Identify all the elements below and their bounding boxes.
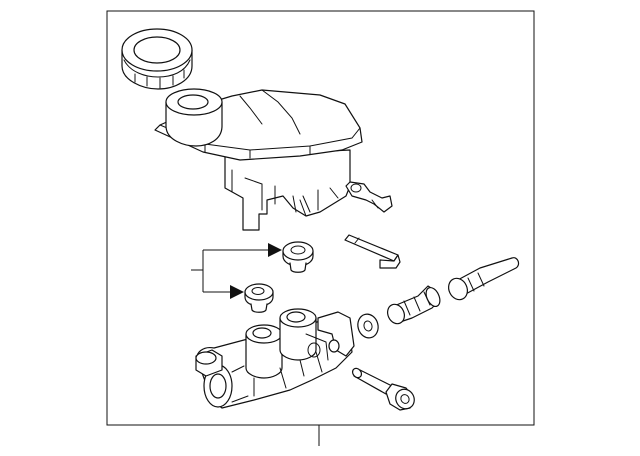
- fluid-reservoir: [154, 88, 393, 231]
- reservoir-pin: [344, 234, 401, 269]
- master-cylinder-body: [195, 308, 355, 409]
- stop-bolt: [351, 367, 415, 411]
- arrow-upper: [268, 243, 282, 257]
- grommet-lower: [244, 283, 274, 313]
- piston-assembly-secondary: [448, 257, 520, 301]
- reservoir-cap: [121, 28, 193, 90]
- grommet-upper: [282, 241, 314, 273]
- washer: [357, 313, 379, 339]
- arrow-lower: [230, 285, 244, 299]
- piston-assembly-primary: [387, 285, 441, 325]
- grommet-bracket-leader: [191, 243, 282, 299]
